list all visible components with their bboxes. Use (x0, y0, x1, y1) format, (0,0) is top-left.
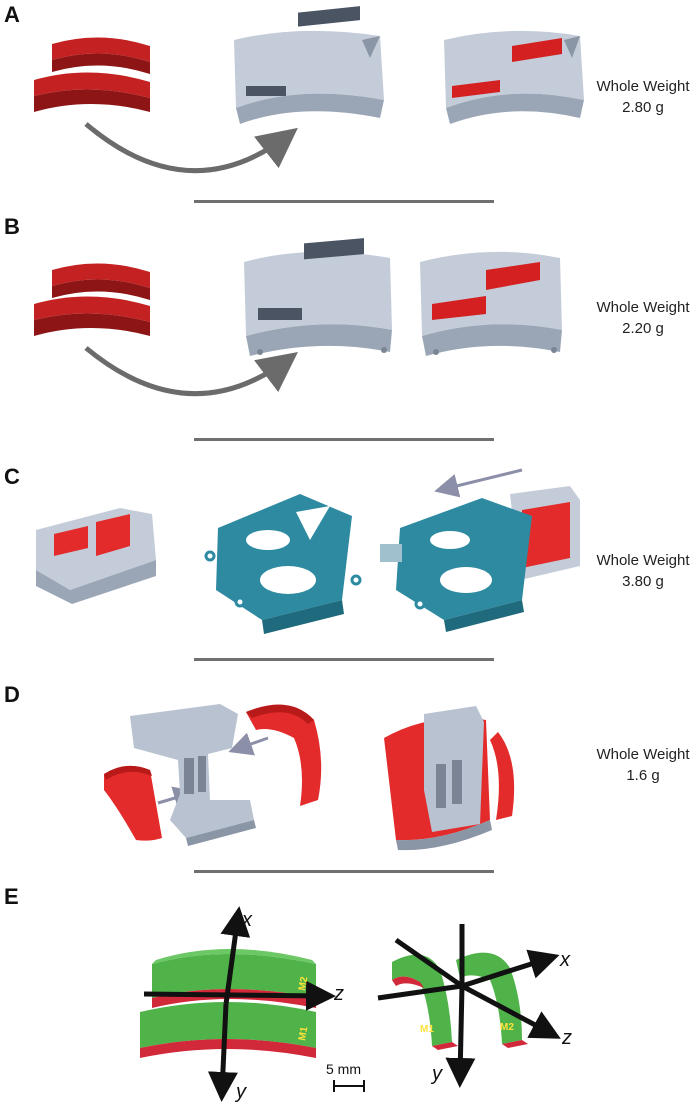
panel-letter-d: D (4, 682, 20, 707)
housing-b (244, 238, 392, 356)
magnet-right-d (246, 704, 322, 806)
magnet-bottom-a (34, 72, 150, 112)
magnet-bottom-b (34, 296, 150, 336)
scale-bar-label: 5 mm (326, 1061, 361, 1077)
weight-c-label: Whole Weight (596, 552, 690, 569)
divider-de (194, 870, 494, 873)
weight-a-value: 2.80 g (622, 99, 664, 116)
insertion-arrow-d-right (228, 732, 269, 756)
assembly-arrow-b (84, 346, 298, 396)
axis-y-right-label: y (430, 1063, 443, 1085)
weight-d-value: 1.6 g (626, 767, 660, 784)
scale-bar: 5 mm (326, 1061, 365, 1092)
weight-b-label: Whole Weight (596, 299, 690, 316)
axis-y-left-label: y (234, 1081, 247, 1103)
axis-z-left (143, 980, 336, 1011)
divider-bc (194, 438, 494, 441)
magnet-m1-left-label: M1 (297, 1025, 310, 1041)
axis-x-right-label: x (559, 949, 571, 971)
magnet-m2-left-label: M2 (297, 975, 310, 991)
weight-b: Whole Weight 2.20 g (588, 297, 698, 339)
axis-extension-right (377, 983, 463, 1001)
magnet-m1-right-label: M1 (420, 1024, 434, 1035)
magnet-top-a (52, 37, 150, 74)
axis-z-left-label: z (333, 983, 344, 1005)
axis-y-left (207, 1003, 238, 1102)
weight-d-label: Whole Weight (596, 746, 690, 763)
assembly-d (384, 706, 515, 851)
magnet-m1-right (392, 954, 458, 1050)
housing-a (234, 6, 384, 124)
divider-ab (194, 200, 494, 203)
weight-a-label: Whole Weight (596, 78, 690, 95)
panel-b-magnets (34, 263, 150, 336)
housing-with-magnets-a (444, 30, 584, 124)
magnet-m2-right-label: M2 (500, 1022, 514, 1033)
panel-letter-b: B (4, 214, 20, 239)
panel-letter-e: E (4, 884, 19, 909)
weight-d: Whole Weight 1.6 g (588, 744, 698, 786)
axis-extension-right-2 (394, 937, 464, 989)
panel-a-magnets (34, 37, 150, 112)
housing-with-magnets-b (420, 251, 562, 356)
panel-letter-a: A (4, 2, 20, 27)
magnet-m1-left (140, 1002, 316, 1058)
weight-c-value: 3.80 g (622, 573, 664, 590)
insertion-arrow-c (434, 468, 523, 498)
weight-a: Whole Weight 2.80 g (588, 76, 698, 118)
magnet-left-d (104, 765, 162, 841)
panel-letter-c: C (4, 464, 20, 489)
weight-c: Whole Weight 3.80 g (588, 550, 698, 592)
divider-cd (194, 658, 494, 661)
axis-x-right (461, 949, 560, 989)
assembly-arrow-a (84, 122, 298, 173)
weight-b-value: 2.20 g (622, 320, 664, 337)
magnet-m2-right (456, 952, 528, 1048)
housing-c (36, 508, 156, 604)
axis-z-right (460, 983, 561, 1039)
frame-teal-c (204, 494, 362, 634)
magnet-top-b (52, 263, 150, 300)
axis-y-right (445, 985, 476, 1088)
assembly-c (380, 486, 580, 632)
axis-x-left (220, 906, 251, 1005)
axis-z-right-label: z (561, 1027, 572, 1049)
part-d (130, 704, 256, 846)
axis-x-left-label: x (241, 909, 253, 931)
